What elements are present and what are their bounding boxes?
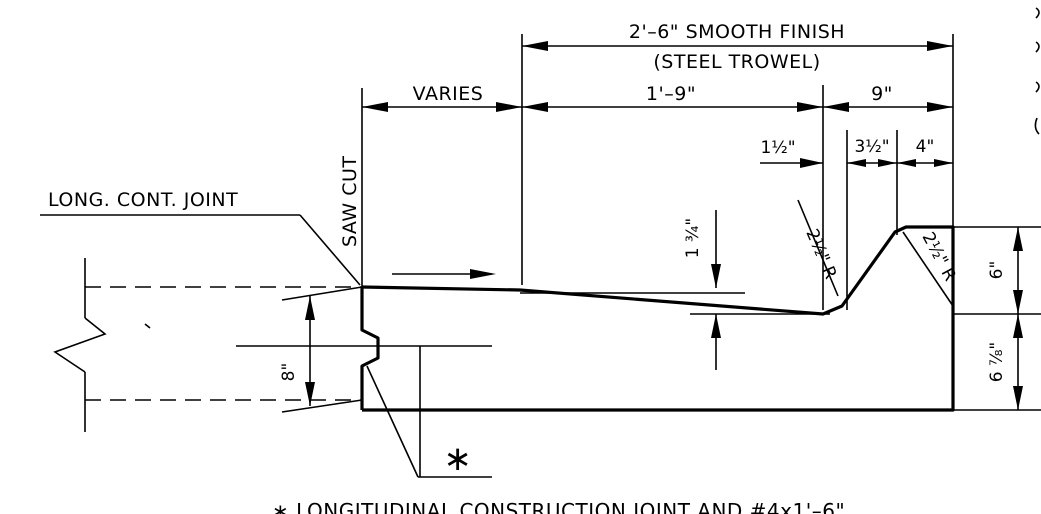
dim-1-3-4: 1 ¾" xyxy=(683,210,830,370)
dim-varies: VARIES xyxy=(362,83,522,112)
saw-cut-label: SAW CUT xyxy=(339,156,361,247)
dim-4: 4" xyxy=(897,137,953,167)
radius-right: 2½" R xyxy=(902,229,960,307)
dim-6-label: 6" xyxy=(987,261,1007,280)
varies-label: VARIES xyxy=(413,83,484,105)
joint-callout: ∗ xyxy=(366,346,492,479)
footnote-text: ∗ LONGITUDINAL CONSTRUCTION JOINT AND #4… xyxy=(272,499,845,514)
dim-4-label: 4" xyxy=(916,137,935,157)
long-cont-joint: LONG. CONT. JOINT xyxy=(40,189,361,286)
dim-6: 6" xyxy=(953,226,1041,314)
dim-3-half-label: 3½" xyxy=(854,137,889,157)
dim-8-label: 8" xyxy=(279,363,299,382)
adjacent-slab xyxy=(53,258,362,432)
width-1-9-label: 1'–9" xyxy=(646,83,696,105)
saw-cut: SAW CUT xyxy=(339,88,363,287)
width-9-label: 9" xyxy=(871,83,893,105)
dim-1-3-4-label: 1 ¾" xyxy=(683,218,703,259)
dim-1-9: 1'–9" xyxy=(522,83,823,112)
asterisk-symbol: ∗ xyxy=(444,439,473,479)
slab-profile xyxy=(360,225,955,412)
radius-left-label: 2½" R xyxy=(801,226,840,282)
dim-3-half: 3½" xyxy=(846,130,898,310)
dim-smooth-finish: 2'–6" SMOOTH FINISH (STEEL TROWEL) xyxy=(521,21,954,285)
long-cont-joint-label: LONG. CONT. JOINT xyxy=(48,189,238,211)
dim-9: 9" xyxy=(822,83,953,310)
radius-left: 2½" R xyxy=(797,199,840,297)
smooth-finish-label: 2'–6" SMOOTH FINISH xyxy=(629,21,845,43)
dim-6-7-8: 6 ⅞" xyxy=(953,313,1041,411)
dim-1-half-label: 1½" xyxy=(760,138,795,158)
right-edge-fragments xyxy=(1034,7,1040,135)
dim-1-half: 1½" xyxy=(760,138,823,168)
dim-8: 8" xyxy=(236,286,492,413)
steel-trowel-label: (STEEL TROWEL) xyxy=(653,51,820,73)
dim-6-7-8-label: 6 ⅞" xyxy=(987,342,1007,383)
